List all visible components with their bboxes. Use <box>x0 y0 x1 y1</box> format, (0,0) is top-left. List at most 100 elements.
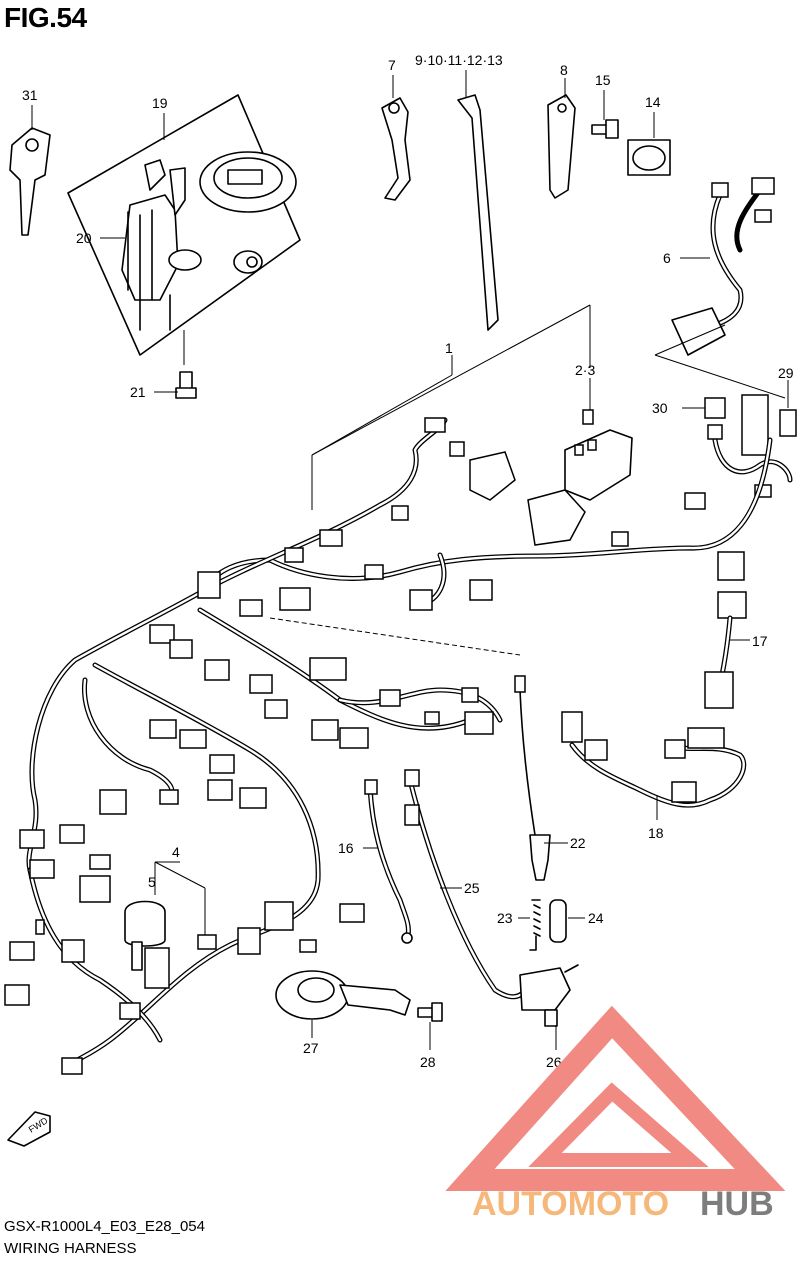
clamp-8-hole <box>557 103 567 113</box>
connector-av <box>4 984 30 1006</box>
harness-17-connector-bottom <box>704 671 734 709</box>
callout-22: 22 <box>570 835 586 851</box>
callout-5: 5 <box>148 874 156 890</box>
connector-v <box>379 689 401 707</box>
callout-14: 14 <box>645 94 661 110</box>
connector-n <box>149 624 175 644</box>
callout-8: 8 <box>560 62 568 78</box>
connector-af <box>99 789 127 815</box>
callout-27: 27 <box>303 1040 319 1056</box>
callout-19: 19 <box>152 95 168 111</box>
leader-lines <box>31 70 789 1050</box>
connector-y <box>424 711 440 725</box>
connector-ad <box>239 787 267 809</box>
connector-p <box>204 659 230 681</box>
clamp-8 <box>547 94 576 199</box>
seat-lock-cylinder <box>233 250 263 274</box>
callout-25: 25 <box>464 880 480 896</box>
sensor-26-body <box>519 967 571 1011</box>
harness-17-connector-top <box>717 591 747 619</box>
connector-l <box>279 587 311 611</box>
seat-lock-keyhole <box>246 256 258 268</box>
connector-z <box>149 719 177 739</box>
switch-22-body <box>529 834 551 881</box>
fuse-slot-1 <box>574 444 584 456</box>
connector-o <box>169 639 193 659</box>
fwd-arrow: FWD <box>7 1111 51 1147</box>
connector-ak <box>79 875 111 903</box>
harness-18 <box>561 711 747 808</box>
ground-wire-16 <box>364 779 413 944</box>
sub-harness-6 <box>671 177 775 356</box>
connector-ac <box>207 779 233 801</box>
sub-harness-6-wire <box>710 192 744 328</box>
sub-harness-6-connector-b <box>751 177 775 195</box>
horn-27-bracket <box>339 984 411 1016</box>
watermark-text-part2: HUB <box>700 1185 774 1223</box>
key-blank <box>9 127 51 236</box>
connector-g <box>319 529 343 547</box>
connector-b <box>449 441 465 457</box>
connector-w <box>461 687 479 703</box>
bolt-28 <box>417 1002 443 1022</box>
ignition-switch-body <box>121 194 179 301</box>
main-harness-trunk <box>26 437 773 873</box>
ignition-kit-outline <box>67 94 301 356</box>
fuse-2 <box>582 409 594 425</box>
connector-ao <box>237 927 261 955</box>
ground-wire-16-terminal <box>401 932 413 944</box>
connector-aq <box>144 947 170 989</box>
connector-c <box>391 505 409 521</box>
connector-aj <box>89 854 111 870</box>
ground-wire-16-wire <box>367 782 411 938</box>
connector-h <box>284 547 304 563</box>
sensor-lead-25 <box>404 769 579 1027</box>
connector-ah <box>59 824 85 844</box>
watermark-text-part1: AUTOMOTO <box>472 1185 669 1223</box>
callout-24: 24 <box>588 910 604 926</box>
callout-31: 31 <box>22 87 38 103</box>
connector-f <box>717 551 745 581</box>
connector-i <box>364 564 384 580</box>
callout-30: 30 <box>652 400 668 416</box>
callout-6: 6 <box>663 250 671 266</box>
fuel-cap-inner <box>213 157 283 199</box>
callout-28: 28 <box>420 1054 436 1070</box>
callout-16: 16 <box>338 840 354 856</box>
screw-15-head <box>605 119 619 139</box>
connector-m <box>239 599 263 617</box>
fuse-box-body <box>564 429 633 501</box>
connector-e <box>684 492 706 510</box>
switch-22 <box>269 617 551 881</box>
fuel-cap-latch <box>227 169 263 185</box>
connector-ae <box>159 789 179 805</box>
clamp-7-hole <box>388 102 400 114</box>
connector-am <box>339 903 365 923</box>
callout-21: 21 <box>130 384 146 400</box>
key-on-switch-1 <box>144 159 166 191</box>
clamp-7 <box>381 97 411 201</box>
connector-k <box>469 579 493 601</box>
connector-ap <box>197 934 217 950</box>
sensor-5-probe <box>131 941 143 971</box>
automotohub-watermark: AUTOMOTO HUB <box>445 1005 786 1223</box>
main-harness-1 <box>4 417 773 1075</box>
fuse-slot-2 <box>587 439 597 451</box>
connector-aa <box>179 729 207 749</box>
callout-20: 20 <box>76 230 92 246</box>
model-code: GSX-R1000L4_E03_E28_054 <box>4 1218 205 1235</box>
callout-9-13: 9·10·11·12·13 <box>415 52 503 68</box>
connector-j <box>409 589 433 611</box>
connector-s <box>309 657 347 681</box>
sensor-26-arm <box>564 964 579 973</box>
connector-aw <box>35 919 45 935</box>
callout-1: 1 <box>445 340 453 356</box>
callout-23: 23 <box>497 910 513 926</box>
connector-ar <box>119 1002 141 1020</box>
connector-as <box>61 1057 83 1075</box>
fwd-arrow-icon <box>7 1111 51 1147</box>
harness-17 <box>704 591 747 709</box>
cable-tie <box>457 94 499 331</box>
ignition-switch-detail <box>127 209 153 301</box>
connector-au <box>61 939 85 963</box>
